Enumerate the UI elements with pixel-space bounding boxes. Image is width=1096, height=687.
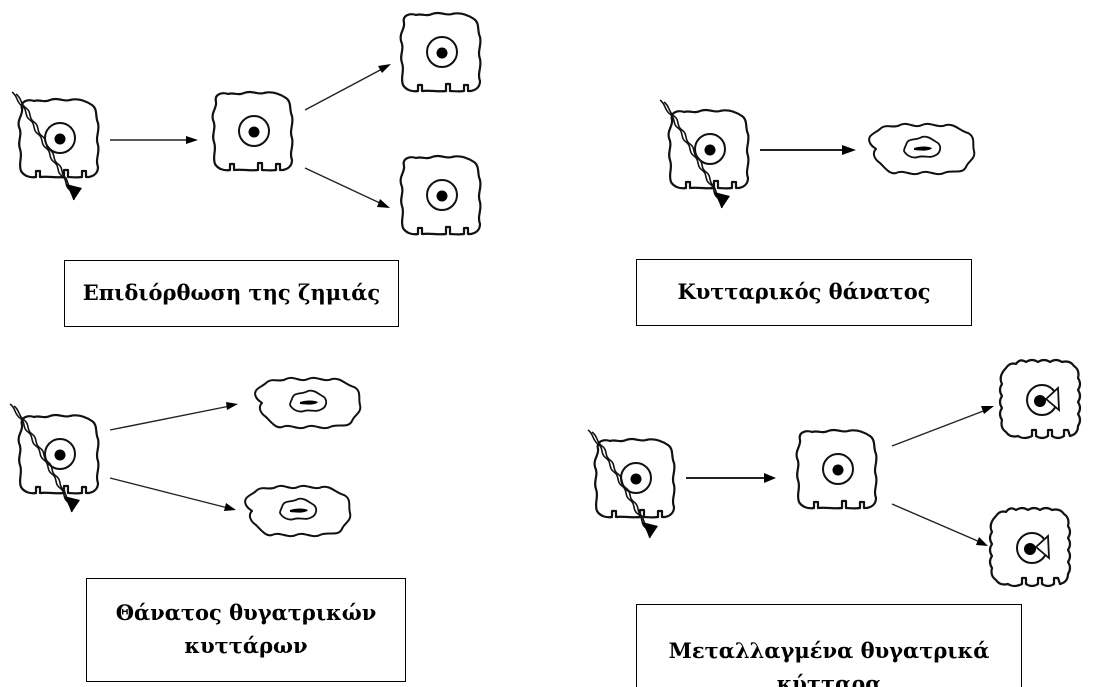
mutated-parent-cell (795, 428, 878, 510)
label-repair: Επιδιόρθωση της ζημιάς (64, 260, 399, 327)
arrow (109, 477, 229, 509)
label-daughter-death-line2: κυττάρων (184, 633, 308, 658)
dying-daughter-cell (244, 484, 352, 538)
label-repair-text: Επιδιόρθωση της ζημιάς (82, 280, 381, 306)
repaired-cell (211, 90, 294, 172)
panel-cell-death-figure (659, 99, 976, 209)
label-mutated: Μεταλλαγμένα θυγατρικά κύτταρα (636, 604, 1022, 687)
label-mutated-line2: κύτταρα (776, 670, 882, 687)
label-daughter-death: Θάνατος θυγατρικών κυττάρων (86, 578, 406, 682)
arrowhead (224, 503, 236, 511)
label-daughter-death-line1: Θάνατος θυγατρικών (115, 600, 377, 626)
arrowhead (976, 537, 988, 546)
arrowhead (186, 136, 198, 144)
label-cell-death: Κυτταρικός θάνατος (636, 259, 972, 326)
arrowhead (377, 199, 390, 208)
damaged-cell (593, 437, 676, 519)
arrowhead (842, 145, 856, 155)
label-mutated-line1: Μεταλλαγμένα θυγατρικά (668, 638, 990, 663)
arrow (304, 67, 385, 111)
arrow (891, 409, 987, 447)
dying-daughter-cell (254, 376, 362, 430)
arrowhead (981, 406, 994, 414)
arrowhead (378, 64, 391, 73)
damaged-cell (17, 413, 100, 495)
damaged-cell (17, 97, 100, 179)
panel-repair-figure (11, 11, 482, 236)
arrow (109, 405, 231, 431)
daughter-cell (399, 11, 482, 93)
arrowhead (226, 402, 238, 410)
dying-cell (868, 122, 976, 176)
arrowhead (764, 473, 776, 483)
arrow (891, 503, 981, 543)
panel-daughter-death-figure (9, 376, 362, 538)
panel-mutated-figure (587, 358, 1082, 588)
mutated-daughter-cell (988, 506, 1072, 588)
daughter-cell (399, 154, 482, 236)
label-cell-death-text: Κυτταρικός θάνατος (677, 279, 931, 305)
mutated-daughter-cell (998, 358, 1082, 440)
arrow (304, 167, 383, 205)
